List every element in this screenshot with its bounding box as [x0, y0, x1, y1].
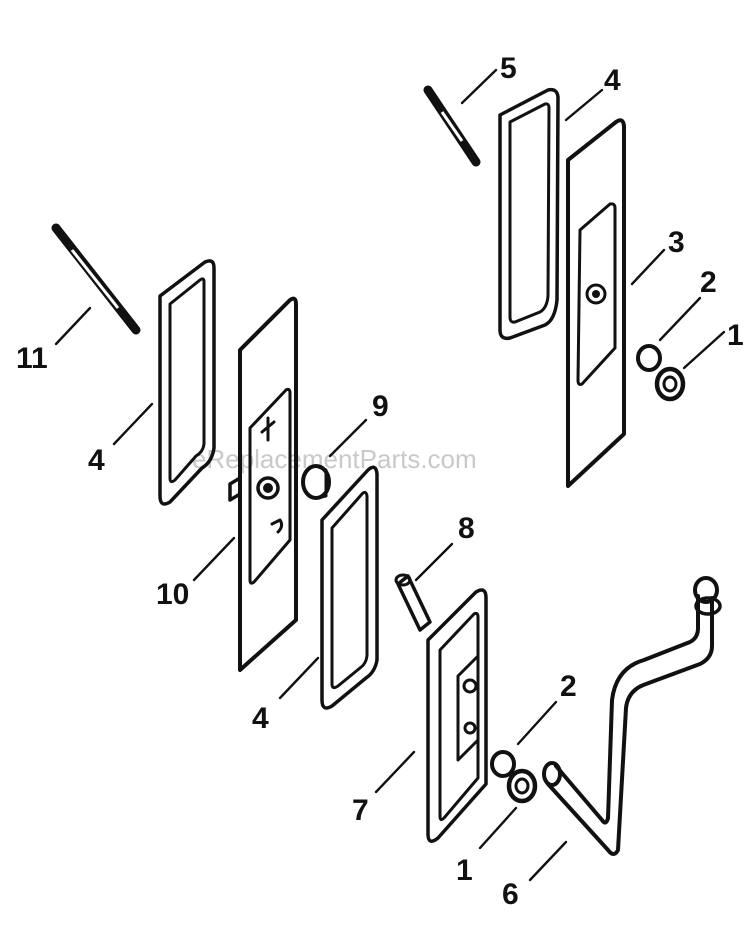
leader-1-bottom — [478, 806, 518, 850]
callout-9: 9 — [372, 390, 389, 423]
callout-7: 7 — [352, 794, 369, 827]
callout-4-left: 4 — [88, 444, 105, 477]
callout-10: 10 — [156, 578, 189, 611]
callout-8: 8 — [458, 512, 475, 545]
part-2-washer-bottom — [490, 750, 516, 778]
part-6-tube — [542, 576, 722, 856]
callout-1-bottom: 1 — [456, 854, 473, 887]
leader-5 — [460, 68, 498, 105]
callout-1-top: 1 — [727, 319, 744, 352]
leader-4-left — [112, 402, 154, 446]
callout-6: 6 — [502, 878, 519, 911]
leader-10 — [192, 536, 236, 582]
part-5-stud — [423, 85, 481, 167]
leader-2-bottom — [516, 700, 558, 746]
callout-4-bottom: 4 — [252, 702, 269, 735]
part-4-gasket-left — [158, 259, 216, 506]
leader-3 — [630, 248, 666, 286]
callout-11: 11 — [16, 342, 48, 375]
leader-4-bottom — [278, 656, 320, 700]
leader-7 — [374, 750, 416, 794]
callout-2-top: 2 — [700, 266, 717, 299]
callout-3: 3 — [668, 226, 685, 259]
leader-9 — [328, 418, 368, 458]
callout-5: 5 — [500, 52, 517, 85]
leader-2-top — [658, 296, 702, 342]
leader-8 — [414, 542, 454, 582]
part-1-nut-bottom — [506, 768, 538, 804]
part-10-cover — [228, 296, 298, 672]
part-1-nut-top — [654, 366, 686, 402]
part-4-gasket-bottom — [320, 465, 379, 710]
leader-11 — [54, 306, 92, 346]
part-3-cover-plate — [566, 118, 626, 488]
leader-4-top-right — [564, 88, 604, 122]
part-7-plate — [426, 588, 488, 843]
part-9-plug — [301, 464, 331, 500]
leader-6 — [528, 840, 568, 882]
watermark-text: eReplacementParts.com — [192, 444, 477, 474]
callout-2-bottom: 2 — [560, 670, 577, 703]
part-8-bushing — [394, 573, 432, 632]
callout-4-top-right: 4 — [604, 64, 621, 97]
part-11-stud — [51, 223, 141, 335]
part-4-gasket-top-right — [498, 87, 560, 341]
part-2-washer-top — [636, 344, 662, 372]
leader-1-top — [682, 330, 726, 370]
